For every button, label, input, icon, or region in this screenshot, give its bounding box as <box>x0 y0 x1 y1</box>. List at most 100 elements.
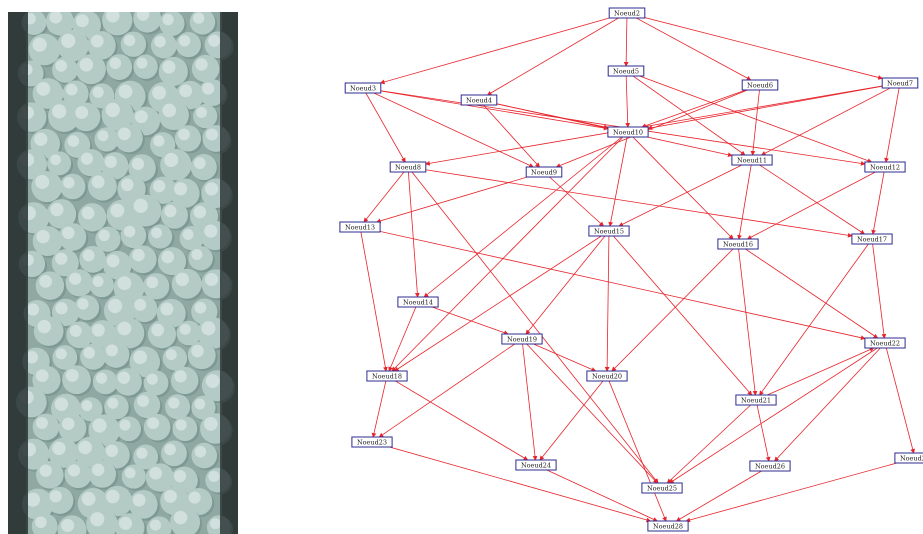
node-box <box>588 225 630 237</box>
edge-27-28 <box>685 457 916 523</box>
node-box <box>351 436 393 448</box>
edge-12-16 <box>746 166 886 240</box>
node-box <box>397 296 439 308</box>
pellet-highlight <box>179 323 191 335</box>
node-25: Noeud25 <box>641 482 683 494</box>
edge-9-15 <box>543 171 605 227</box>
edge-21-26 <box>755 399 771 462</box>
pellet-highlight <box>123 225 136 238</box>
pellet-highlight <box>90 34 104 48</box>
pellet-highlight <box>201 321 216 336</box>
node-15: Noeud15 <box>588 225 630 237</box>
edge-5-11 <box>625 70 746 156</box>
pellet-tube-image <box>8 12 238 534</box>
edge-2-5 <box>623 12 629 67</box>
node-box <box>864 337 906 349</box>
node-label: Noeud24 <box>521 461 551 469</box>
edge-7-10 <box>647 82 901 131</box>
pellet-highlight <box>178 35 191 47</box>
node-box <box>641 482 683 494</box>
pellet-highlight <box>35 369 49 383</box>
node-box <box>525 166 563 178</box>
edge-17-21 <box>759 238 873 396</box>
pellet-highlight <box>109 57 122 70</box>
pellet-highlight <box>91 463 105 477</box>
edge-24-28 <box>535 464 658 522</box>
node-19: Noeud19 <box>501 333 543 345</box>
pellet-highlight <box>173 182 188 196</box>
pellet-highlight <box>91 323 105 337</box>
edge-3-10 <box>362 87 609 131</box>
pellet-highlight <box>209 518 221 530</box>
edge-10-15 <box>608 131 629 227</box>
node-21: Noeud21 <box>735 394 777 406</box>
pellet-highlight <box>182 229 194 240</box>
node-9: Noeud9 <box>525 166 563 178</box>
node-box <box>647 520 689 532</box>
node-label: Noeud4 <box>466 96 492 104</box>
node-label: Noeud23 <box>357 438 387 446</box>
node-18: Noeud18 <box>366 370 408 382</box>
pellet-highlight <box>92 418 107 433</box>
node-box <box>586 370 628 382</box>
node-28: Noeud28 <box>647 520 689 532</box>
pellet-highlight <box>50 202 64 217</box>
node-27: Noeud27 <box>894 452 923 464</box>
node-label: Noeud13 <box>345 223 375 231</box>
edge-13-18 <box>359 226 388 372</box>
pellet-highlight <box>79 57 94 72</box>
node-label: Noeud25 <box>647 484 677 492</box>
node-box <box>608 7 646 19</box>
pellet-highlight <box>78 440 92 455</box>
node-8: Noeud8 <box>389 161 427 173</box>
node-box <box>717 238 759 250</box>
edge-2-7 <box>626 12 883 80</box>
pellet-highlight <box>146 373 158 385</box>
edge-11-17 <box>751 159 866 235</box>
pellet-highlight <box>63 176 75 189</box>
pellet-highlight <box>175 419 187 431</box>
node-box <box>864 161 906 173</box>
pellet-highlight <box>164 443 176 456</box>
pellet-highlight <box>131 157 145 171</box>
node-box <box>339 221 381 233</box>
edge-20-28 <box>606 375 667 522</box>
pellet-highlight <box>203 417 218 431</box>
pellet-highlight <box>162 13 174 26</box>
pellet-highlight <box>178 128 190 141</box>
pellet-highlight <box>105 344 118 357</box>
pellet-highlight <box>35 416 48 429</box>
edge-16-21 <box>737 243 758 396</box>
pellet-highlight <box>191 249 203 261</box>
edge-5-10 <box>625 70 631 128</box>
edge-15-21 <box>608 230 753 396</box>
pellet-highlight <box>81 400 93 412</box>
node-box <box>894 452 923 464</box>
edge-8-14 <box>407 166 420 298</box>
pellet-highlight <box>105 102 120 118</box>
pellet-highlight <box>117 371 131 384</box>
edge-7-11 <box>760 82 901 156</box>
pellet-highlight <box>105 444 119 457</box>
pellet-highlight <box>106 254 120 268</box>
pellet-highlight <box>25 492 41 507</box>
edge-4-11 <box>478 99 733 158</box>
node-box <box>389 161 427 173</box>
pellet-highlight <box>188 491 201 504</box>
pellet-highlight <box>49 12 63 24</box>
node-label: Noeud12 <box>870 163 900 171</box>
pellet-highlight <box>146 276 159 289</box>
pellet-highlight <box>55 348 67 360</box>
pellet-highlight <box>68 272 82 285</box>
edge-14-18 <box>388 301 419 372</box>
pellet-highlight <box>80 152 94 165</box>
node-box <box>607 65 645 77</box>
pellet-highlight <box>147 417 160 430</box>
pellet-highlight <box>105 489 120 504</box>
pellet-highlight <box>92 276 104 287</box>
pellet-highlight <box>136 12 150 21</box>
edge-19-23 <box>378 338 523 438</box>
edge-3-12 <box>362 87 866 166</box>
